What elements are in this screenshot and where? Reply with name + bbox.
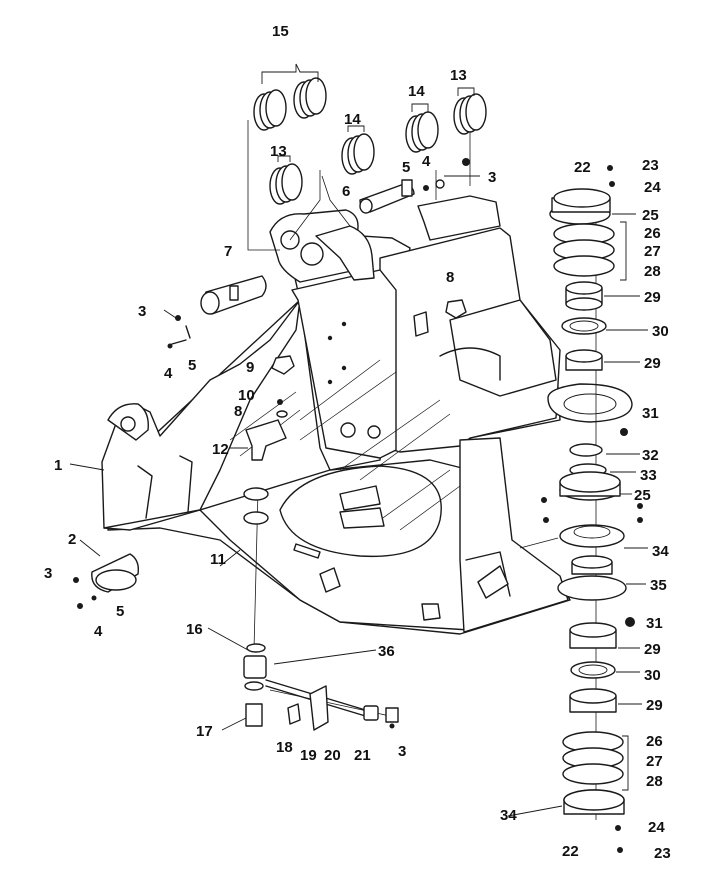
label-23-bottom: 23 — [654, 845, 671, 862]
label-29-b: 29 — [644, 355, 661, 372]
label-17: 17 — [196, 723, 213, 740]
spring-15-left — [253, 89, 287, 131]
label-30-bottom: 30 — [644, 667, 661, 684]
label-13-right: 13 — [450, 67, 467, 84]
spring-15-right — [293, 77, 327, 119]
main-frame — [101, 195, 633, 635]
label-34-bottom: 34 — [500, 807, 517, 824]
label-5-top: 5 — [402, 159, 410, 176]
label-12: 12 — [212, 441, 229, 458]
label-5-lower: 5 — [116, 603, 124, 620]
label-21: 21 — [354, 747, 371, 764]
label-27-top: 27 — [644, 243, 661, 260]
label-16: 16 — [186, 621, 203, 638]
label-7: 7 — [224, 243, 232, 260]
pin-7 — [167, 275, 267, 349]
bearing-stack-top — [549, 165, 627, 371]
label-25-top: 25 — [642, 207, 659, 224]
label-10: 10 — [238, 387, 255, 404]
label-35: 35 — [650, 577, 667, 594]
label-31-top: 31 — [642, 405, 659, 422]
spring-13-right — [453, 93, 487, 135]
label-9: 9 — [246, 359, 254, 376]
label-29-c: 29 — [644, 641, 661, 658]
spring-13-left — [269, 163, 303, 205]
bearing-stack-middle — [541, 428, 643, 627]
label-34-mid: 34 — [652, 543, 669, 560]
label-2: 2 — [68, 531, 76, 548]
label-8-top: 8 — [446, 269, 454, 286]
label-15: 15 — [272, 23, 289, 40]
callout-labels: 15 14 14 13 13 5 4 3 6 7 3 4 5 8 9 10 8 … — [44, 23, 671, 862]
label-26-top: 26 — [644, 225, 661, 242]
label-31-bottom: 31 — [646, 615, 663, 632]
label-28-top: 28 — [644, 263, 661, 280]
label-32: 32 — [642, 447, 659, 464]
label-27-bottom: 27 — [646, 753, 663, 770]
label-3-top: 3 — [488, 169, 496, 186]
label-26-bottom: 26 — [646, 733, 663, 750]
label-14-left: 14 — [344, 111, 361, 128]
label-29-d: 29 — [646, 697, 663, 714]
label-22-bottom: 22 — [562, 843, 579, 860]
pin-12-and-nuts — [243, 299, 467, 525]
label-6: 6 — [342, 183, 350, 200]
bearing-stack-bottom — [562, 622, 629, 853]
label-22-top: 22 — [574, 159, 591, 176]
leader-lines — [69, 175, 648, 817]
label-25-mid: 25 — [634, 487, 651, 504]
label-3-lower: 3 — [44, 565, 52, 582]
link-rod-36 — [243, 643, 399, 731]
label-30-top: 30 — [652, 323, 669, 340]
label-29-a: 29 — [644, 289, 661, 306]
label-11: 11 — [210, 551, 226, 568]
pin-6 — [359, 158, 470, 214]
spring-14-right — [405, 111, 439, 153]
label-24-bottom: 24 — [648, 819, 665, 836]
label-18: 18 — [276, 739, 293, 756]
label-24-top: 24 — [644, 179, 661, 196]
label-20: 20 — [324, 747, 341, 764]
pin-2 — [73, 553, 140, 609]
label-8-mid: 8 — [234, 403, 242, 420]
label-4-top: 4 — [422, 153, 431, 170]
spring-14-left — [341, 133, 375, 175]
label-13-left: 13 — [270, 143, 287, 160]
label-19: 19 — [300, 747, 317, 764]
label-5-left: 5 — [188, 357, 196, 374]
label-33: 33 — [640, 467, 657, 484]
spring-packs — [253, 63, 487, 205]
label-14-right: 14 — [408, 83, 425, 100]
label-4-lower: 4 — [94, 623, 103, 640]
label-23-top: 23 — [642, 157, 659, 174]
label-28-bottom: 28 — [646, 773, 663, 790]
label-4-left: 4 — [164, 365, 173, 382]
label-1: 1 — [54, 457, 62, 474]
label-3-bottom: 3 — [398, 743, 406, 760]
label-36: 36 — [378, 643, 395, 660]
label-3-left: 3 — [138, 303, 146, 320]
